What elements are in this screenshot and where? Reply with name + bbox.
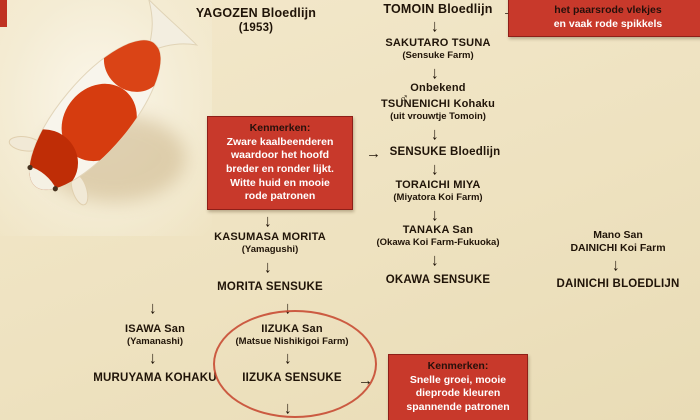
tomoin-header: TOMOIN Bloedlijn xyxy=(338,2,538,16)
down-arrow-icon: ↓ xyxy=(612,255,620,276)
down-arrow-icon: ↓ xyxy=(149,348,157,369)
callout-line: Zware kaalbeenderen xyxy=(226,135,334,148)
callout-title: Kenmerken: xyxy=(427,360,489,372)
right-arrow-icon: → xyxy=(366,145,381,162)
male-symbol-icon: ♂ xyxy=(399,90,409,105)
node-sensuke-bloedlijn: SENSUKE Bloedlijn xyxy=(389,146,501,158)
down-arrow-icon: ↓ xyxy=(431,205,439,226)
tomoin-title: TOMOIN Bloedlijn xyxy=(383,2,493,16)
node-onbekend: Onbekend xyxy=(410,82,466,94)
callout-title: Kenmerken: xyxy=(249,122,311,134)
callout-line: en vaak rode spikkels xyxy=(553,17,663,30)
right-arrow-icon: → xyxy=(358,372,373,389)
callout-left: Kenmerken: Zware kaalbeenderen waardoor … xyxy=(207,116,353,210)
down-arrow-icon: ↓ xyxy=(264,257,272,278)
callout-line: dieprode kleuren xyxy=(415,387,501,400)
callout-line: het paarsrode vlekjes xyxy=(554,4,662,16)
callout-top-right: het paarsrode vlekjes en vaak rode spikk… xyxy=(508,0,700,38)
callout-line: breder en ronder lijkt. xyxy=(226,162,334,175)
node-iizuka-sensuke: IIZUKA SENSUKE xyxy=(242,372,342,384)
node-tsunenichi-kohaku: TSUNENICHI Kohaku (uit vrouwtje Tomoin) xyxy=(380,98,496,122)
yagozen-header: YAGOZEN Bloedlijn (1953) xyxy=(156,6,356,34)
down-arrow-icon: ↓ xyxy=(431,124,439,145)
down-arrow-icon: ↓ xyxy=(431,159,439,180)
node-mano-san: Mano San DAINICHI Koi Farm xyxy=(570,229,666,254)
koi-fish-illustration xyxy=(8,0,199,206)
callout-line: waardoor het hoofd xyxy=(231,149,329,162)
down-arrow-icon: ↓ xyxy=(431,250,439,271)
callout-line: spannende patronen xyxy=(406,400,510,413)
node-tanaka-san: TANAKA San (Okawa Koi Farm-Fukuoka) xyxy=(376,224,500,248)
callout-bottom: Kenmerken: Snelle groei, mooie dieprode … xyxy=(388,354,528,420)
node-toraichi-miya: TORAICHI MIYA (Miyatora Koi Farm) xyxy=(393,179,483,203)
down-arrow-icon: ↓ xyxy=(431,63,439,84)
node-okawa-sensuke: OKAWA SENSUKE xyxy=(385,274,491,286)
callout-line: Snelle groei, mooie xyxy=(409,373,507,386)
node-iizuka-san: IIZUKA San (Matsue Nishikigoi Farm) xyxy=(235,323,349,347)
node-dainichi-bloedlijn: DAINICHI BLOEDLIJN xyxy=(556,278,680,290)
down-arrow-icon: ↓ xyxy=(264,211,272,232)
node-sakutaro-tsuna: SAKUTARO TSUNA (Sensuke Farm) xyxy=(385,37,491,61)
node-muruyama-kohaku: MURUYAMA KOHAKU xyxy=(93,372,217,384)
yagozen-year: (1953) xyxy=(238,22,274,34)
down-arrow-icon: ↓ xyxy=(284,398,292,419)
down-arrow-icon: ↓ xyxy=(149,298,157,319)
node-morita-sensuke: MORITA SENSUKE xyxy=(217,281,323,293)
node-isawa-san: ISAWA San (Yamanashi) xyxy=(124,323,186,347)
koi-photo xyxy=(0,0,212,236)
photo-corner-mark xyxy=(0,0,7,27)
callout-line: rode patronen xyxy=(244,190,316,203)
highlight-ellipse xyxy=(213,310,377,418)
node-kasumasa-morita: KASUMASA MORITA (Yamagushi) xyxy=(214,231,326,255)
callout-line: Witte huid en mooie xyxy=(230,176,330,189)
down-arrow-icon: ↓ xyxy=(431,16,439,37)
down-arrow-icon: ↓ xyxy=(284,298,292,319)
yagozen-title: YAGOZEN Bloedlijn xyxy=(195,6,317,20)
down-arrow-icon: ↓ xyxy=(284,348,292,369)
